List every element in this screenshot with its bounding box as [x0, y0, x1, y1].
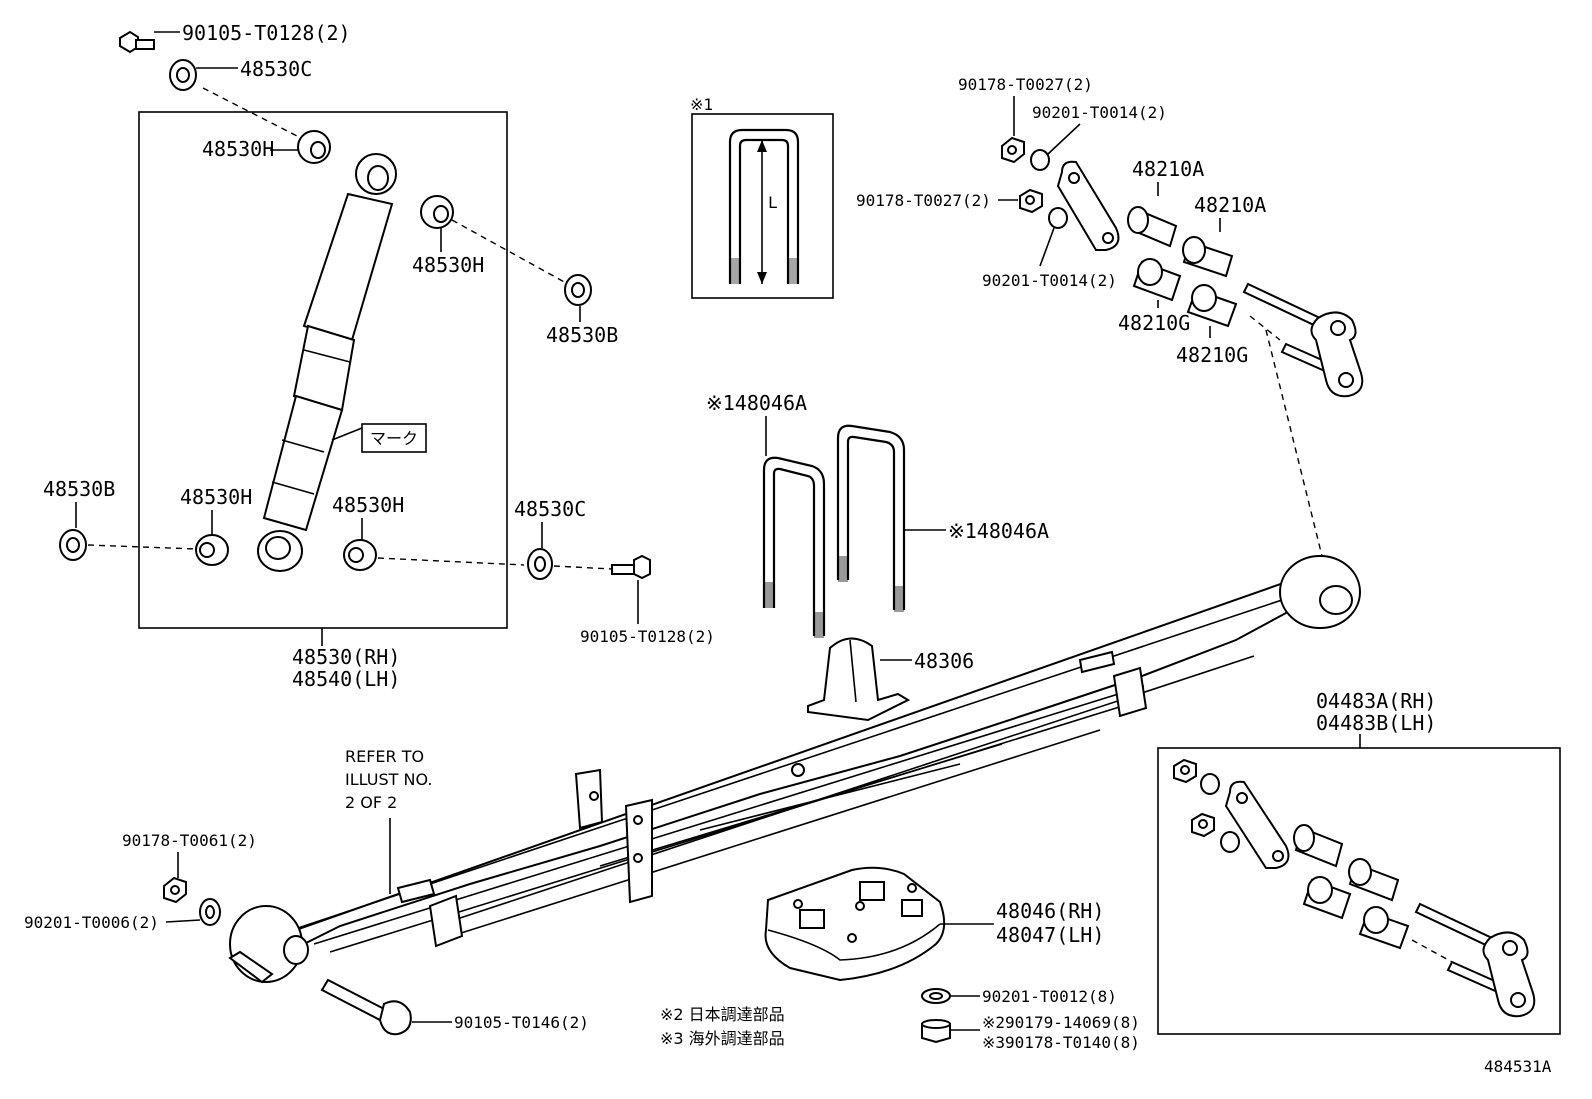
callout-90201-T0014-a: 90201-T0014(2) — [1032, 103, 1167, 122]
nut-90178-T0027-a-part[interactable] — [1001, 136, 1025, 164]
shackle-pins-part[interactable] — [1242, 282, 1364, 398]
shackle-plate-part[interactable] — [1056, 160, 1120, 251]
ubolt-dimension-box — [691, 113, 834, 299]
callout-90178-T0140: ※390178-T0140(8) — [982, 1033, 1140, 1052]
diagram-id: 484531A — [1484, 1057, 1552, 1076]
refer-note-line1: REFER TO — [345, 747, 424, 766]
callout-48530H-mid: 48530H — [412, 253, 484, 277]
callout-48530C-low: 48530C — [514, 497, 586, 521]
bumper-48306-part[interactable] — [807, 637, 911, 722]
kit-box-note: ※1 — [690, 95, 713, 114]
callout-48530B-left: 48530B — [43, 477, 115, 501]
shackle-kit-box — [1157, 747, 1561, 1035]
washer-90201-T0006-part[interactable] — [199, 898, 221, 926]
bushing-48530H-top-part[interactable] — [297, 130, 331, 164]
callout-90178-T0027-b: 90178-T0027(2) — [856, 191, 991, 210]
bushing-48210A-2-part[interactable] — [1182, 236, 1234, 278]
nut-bottom-part[interactable] — [921, 1018, 951, 1044]
callout-48540-LH: 48540(LH) — [292, 667, 400, 691]
callout-48530C-top: 48530C — [240, 57, 312, 81]
footnote-note3: ※3 海外調達部品 — [660, 1029, 785, 1048]
callout-48210G-2: 48210G — [1176, 343, 1248, 367]
callout-90105-T0128-top: 90105-T0128(2) — [182, 21, 351, 45]
callout-48210G-1: 48210G — [1118, 311, 1190, 335]
washer-90201-T0014-b-part[interactable] — [1048, 207, 1068, 229]
callout-90201-T0012: 90201-T0012(8) — [982, 987, 1117, 1006]
bushing-48530H-lowL-part[interactable] — [195, 534, 229, 566]
bolt-90105-T0146-part[interactable] — [320, 978, 412, 1036]
washer-48530B-left-part[interactable] — [59, 529, 87, 561]
top-bolt-part[interactable] — [119, 30, 155, 54]
nut-90178-T0027-b-part[interactable] — [1019, 188, 1043, 214]
shock-absorber-part[interactable] — [257, 153, 397, 572]
washer-48530C-low-part[interactable] — [527, 548, 553, 580]
callout-90201-T0006: 90201-T0006(2) — [24, 913, 159, 932]
shackle-kit-parts[interactable] — [1173, 758, 1536, 1018]
spring-seat-part[interactable] — [764, 866, 946, 982]
callout-48306: 48306 — [914, 649, 974, 673]
ubolt-detail-part[interactable] — [728, 128, 800, 284]
callout-04483B: 04483B(LH) — [1316, 711, 1436, 735]
washer-48530C-top-part[interactable] — [169, 59, 197, 91]
washer-90201-T0014-a-part[interactable] — [1030, 149, 1050, 171]
footnote-note2: ※2 日本調達部品 — [660, 1005, 785, 1024]
bushing-48210G-1-part[interactable] — [1132, 258, 1182, 302]
callout-48210A-1: 48210A — [1132, 157, 1204, 181]
dimension-label: L — [768, 193, 778, 212]
callout-90105-T0146: 90105-T0146(2) — [454, 1013, 589, 1032]
bushing-48530H-mid-part[interactable] — [420, 195, 454, 229]
bushing-48210A-1-part[interactable] — [1127, 206, 1178, 248]
callout-48530B-right: 48530B — [546, 323, 618, 347]
washer-90201-T0012-part[interactable] — [921, 988, 951, 1004]
callout-48046-RH: 48046(RH) — [996, 899, 1104, 923]
callout-90178-T0027-a: 90178-T0027(2) — [958, 75, 1093, 94]
leaf-spring-part[interactable] — [228, 555, 1361, 984]
callout-90201-T0014-b: 90201-T0014(2) — [982, 271, 1117, 290]
bushing-48530H-lowR-part[interactable] — [343, 539, 377, 571]
refer-note-line3: 2 OF 2 — [345, 793, 397, 812]
ubolt-48046A-1-part[interactable] — [762, 456, 826, 638]
callout-04483A: 04483A(RH) — [1316, 689, 1436, 713]
callout-48530-RH: 48530(RH) — [292, 645, 400, 669]
callout-48210A-2: 48210A — [1194, 193, 1266, 217]
washer-48530B-right-part[interactable] — [564, 274, 592, 306]
bolt-low-part[interactable] — [611, 554, 651, 580]
callout-90178-T0061: 90178-T0061(2) — [122, 831, 257, 850]
bushing-48210G-2-part[interactable] — [1186, 284, 1238, 328]
callout-48047-LH: 48047(LH) — [996, 923, 1104, 947]
callout-48046A-1: ※148046A — [706, 391, 807, 415]
callout-48530H-lowL: 48530H — [180, 485, 252, 509]
callout-90105-T0128-low: 90105-T0128(2) — [580, 627, 715, 646]
callout-48046A-2: ※148046A — [948, 519, 1049, 543]
callout-90179-14069: ※290179-14069(8) — [982, 1013, 1140, 1032]
ubolt-48046A-2-part[interactable] — [836, 424, 906, 612]
shock-mark-label: マーク — [370, 429, 418, 448]
callout-48530H-lowR: 48530H — [332, 493, 404, 517]
callout-48530H-top: 48530H — [202, 137, 274, 161]
shock-kit-box — [138, 111, 508, 629]
refer-note-line2: ILLUST NO. — [345, 770, 432, 789]
nut-90178-T0061-part[interactable] — [163, 876, 187, 904]
